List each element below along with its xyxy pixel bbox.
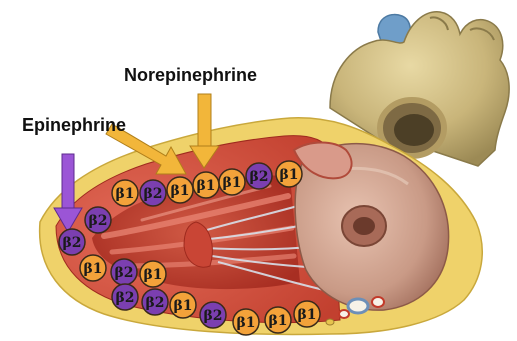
receptor-b1-marker: β1 <box>140 261 166 287</box>
receptor-b1-marker: β1 <box>294 301 320 327</box>
receptor-label: β2 <box>249 169 268 185</box>
receptor-label: β2 <box>143 186 162 202</box>
receptor-b2-marker: β2 <box>59 229 85 255</box>
receptor-b1-marker: β1 <box>276 161 302 187</box>
receptor-label: β1 <box>297 307 316 323</box>
receptor-label: β2 <box>88 213 107 229</box>
receptor-b2-marker: β2 <box>140 180 166 206</box>
receptor-b1-marker: β1 <box>170 292 196 318</box>
receptor-label: β2 <box>145 295 164 311</box>
receptor-b1-marker: β1 <box>112 180 138 206</box>
epinephrine-label: Epinephrine <box>22 115 126 135</box>
receptor-b2-marker: β2 <box>112 284 138 310</box>
receptor-label: β1 <box>279 167 298 183</box>
receptor-b2-marker: β2 <box>246 163 272 189</box>
receptor-b2-marker: β2 <box>142 289 168 315</box>
receptor-b1-marker: β1 <box>167 177 193 203</box>
receptor-label: β2 <box>114 265 133 281</box>
receptor-label: β1 <box>173 298 192 314</box>
norepinephrine-label: Norepinephrine <box>124 65 257 85</box>
receptor-b1-marker: β1 <box>219 169 245 195</box>
receptor-b1-marker: β1 <box>80 255 106 281</box>
receptor-label: β1 <box>222 175 241 191</box>
receptor-label: β1 <box>196 178 215 194</box>
receptor-b1-marker: β1 <box>193 172 219 198</box>
receptor-b2-marker: β2 <box>111 259 137 285</box>
receptor-label: β2 <box>203 308 222 324</box>
receptor-b1-marker: β1 <box>265 307 291 333</box>
receptor-label: β2 <box>62 235 81 251</box>
receptor-b2-marker: β2 <box>200 302 226 328</box>
receptor-label: β1 <box>115 186 134 202</box>
receptor-label: β1 <box>83 261 102 277</box>
receptor-b1-marker: β1 <box>233 309 259 335</box>
receptor-label: β1 <box>143 267 162 283</box>
receptor-label: β1 <box>268 313 287 329</box>
receptor-label: β1 <box>170 183 189 199</box>
receptor-b2-marker: β2 <box>85 207 111 233</box>
receptor-label: β1 <box>236 315 255 331</box>
receptor-label: β2 <box>115 290 134 306</box>
